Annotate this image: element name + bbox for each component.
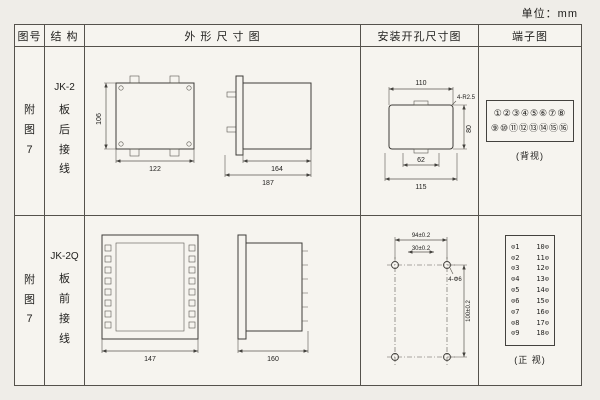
jk2q-side-view	[237, 234, 308, 353]
row1-fig-no: 附图7	[24, 104, 35, 156]
row1-structure-cell: JK-2 板后接线	[45, 47, 85, 216]
dimension-table: 图号 结 构 外 形 尺 寸 图 安装开孔尺寸图 端子图 附图7 JK-2 板后…	[14, 24, 582, 386]
row1-wiring: 板后接线	[59, 103, 70, 176]
dim-label-30: 30±0.2	[411, 246, 430, 252]
terminal-diagram-jk2q: ⊙1 10⊙ ⊙2 11⊙ ⊙3 12⊙ ⊙4 13⊙ ⊙5 14⊙ ⊙6 15…	[505, 234, 555, 347]
dim-label-187: 187	[262, 180, 274, 187]
terminal-line: ⊙3 12⊙	[511, 264, 549, 273]
jk2q-front-view	[101, 234, 198, 353]
row2-wiring: 板前接线	[59, 273, 70, 345]
dim-label-holes-jk2: 4-R2.5	[456, 95, 475, 101]
row2-fig-no: 附图7	[24, 273, 35, 326]
header-outline: 外 形 尺 寸 图	[85, 25, 361, 47]
dim-label-164: 164	[271, 166, 283, 173]
terminal-line: ⊙2 11⊙	[511, 253, 549, 262]
terminal-line: ⊙8 17⊙	[511, 318, 549, 327]
terminal-diagram-jk2: ①②③④⑤⑥⑦⑧ ⑨⑩⑪⑫⑬⑭⑮⑯	[485, 99, 575, 143]
terminal-line: ⊙1 10⊙	[511, 242, 549, 251]
terminal-line: ⊙5 14⊙	[511, 286, 549, 295]
header-install: 安装开孔尺寸图	[361, 25, 479, 47]
row2-fig-no-cell: 附图7	[15, 216, 45, 385]
header-structure: 结 构	[45, 25, 85, 47]
dim-label-106: 106	[96, 113, 103, 125]
header-fig-no: 图号	[15, 25, 45, 47]
terminal-row-top: ①②③④⑤⑥⑦⑧	[493, 107, 567, 118]
row2-structure-cell: JK-2Q 板前接线	[45, 216, 85, 385]
terminal-caption-rear-view: (背视)	[516, 151, 544, 162]
terminal-line: ⊙6 15⊙	[511, 296, 549, 305]
dim-label-122: 122	[149, 166, 161, 173]
row2-outline-cell: 147 160	[85, 216, 361, 385]
install-drawing-jk2: 110 4-R2.5 80 62 115	[384, 80, 475, 191]
row2-terminal-cell: ⊙1 10⊙ ⊙2 11⊙ ⊙3 12⊙ ⊙4 13⊙ ⊙5 14⊙ ⊙6 15…	[479, 216, 581, 385]
jk2q-holes	[386, 236, 467, 365]
row1-terminal-cell: ①②③④⑤⑥⑦⑧ ⑨⑩⑪⑫⑬⑭⑮⑯ (背视)	[479, 47, 581, 216]
row1-model: JK-2	[54, 81, 75, 93]
dim-label-147: 147	[144, 356, 156, 363]
terminal-row-bottom: ⑨⑩⑪⑫⑬⑭⑮⑯	[490, 123, 570, 133]
terminal-line: ⊙7 16⊙	[511, 307, 549, 316]
terminal-caption-front-view: (正 视)	[514, 355, 546, 366]
jk2-side-view	[224, 75, 311, 177]
dim-label-115: 115	[415, 184, 426, 191]
dim-label-100: 100±0.2	[466, 299, 472, 321]
outline-drawing-jk2q: 147 160	[101, 234, 308, 363]
dim-label-110: 110	[415, 80, 426, 87]
dim-label-80: 80	[466, 125, 473, 133]
row1-fig-no-cell: 附图7	[15, 47, 45, 216]
unit-label: 单位：mm	[521, 8, 578, 20]
install-drawing-jk2q: 94±0.2 30±0.2 100±0.2 4-Φ6	[386, 233, 472, 365]
outline-drawing-jk2: 106 122 164 187	[96, 75, 311, 187]
dim-label-holes-jk2q: 4-Φ6	[448, 277, 462, 283]
header-terminal: 端子图	[479, 25, 581, 47]
terminal-line: ⊙4 13⊙	[511, 275, 549, 284]
row1-install-cell: 110 4-R2.5 80 62 115	[361, 47, 479, 216]
dim-label-160: 160	[267, 356, 279, 363]
dim-label-94: 94±0.2	[411, 233, 430, 239]
row1-outline-cell: 106 122 164 187	[85, 47, 361, 216]
jk2-cutout	[384, 87, 467, 181]
terminal-line: ⊙9 18⊙	[511, 329, 549, 338]
jk2-front-view	[103, 75, 194, 163]
row2-install-cell: 94±0.2 30±0.2 100±0.2 4-Φ6	[361, 216, 479, 385]
row2-model: JK-2Q	[50, 251, 79, 263]
dim-label-62: 62	[417, 157, 425, 164]
